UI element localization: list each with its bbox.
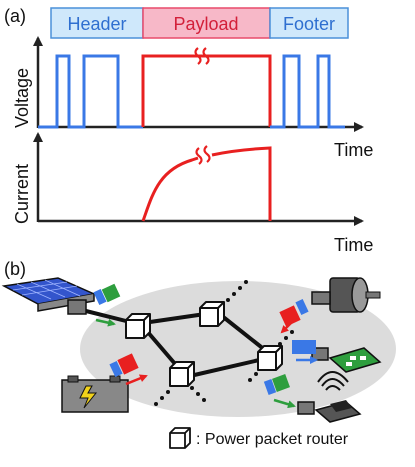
break-mark bbox=[194, 47, 210, 65]
legend: : Power packet router bbox=[169, 427, 349, 449]
header-pulse-train bbox=[38, 54, 143, 129]
current-plot: Current Time bbox=[12, 132, 373, 255]
router-icon bbox=[199, 301, 225, 327]
battery-packet bbox=[109, 353, 148, 386]
wireless-charger-icon bbox=[297, 371, 362, 423]
header-label: Header bbox=[67, 14, 126, 34]
charger-packet bbox=[263, 374, 296, 409]
payload-label: Payload bbox=[173, 14, 238, 34]
payload-current-curve bbox=[141, 146, 272, 222]
motor-packet bbox=[279, 298, 309, 334]
payload-segment bbox=[142, 7, 271, 39]
motor-icon bbox=[311, 277, 381, 313]
time-label-top: Time bbox=[334, 140, 373, 160]
circuit-board-icon bbox=[311, 347, 382, 373]
router-icon bbox=[125, 313, 151, 339]
footer-pulse-train bbox=[270, 54, 345, 129]
voltage-axis-label: Voltage bbox=[12, 68, 32, 128]
battery-icon bbox=[61, 375, 129, 413]
payload-voltage-pulse bbox=[141, 54, 272, 127]
router-icon bbox=[257, 345, 283, 371]
header-segment bbox=[50, 7, 144, 39]
current-axis-label: Current bbox=[12, 164, 32, 224]
current-break-mark bbox=[195, 145, 211, 165]
footer-segment bbox=[269, 7, 349, 39]
board-packet bbox=[292, 340, 318, 364]
router-legend-icon bbox=[169, 427, 191, 449]
routers bbox=[125, 301, 283, 387]
packet-segment-bar: Header Payload Footer bbox=[50, 7, 349, 39]
network-dotted-links bbox=[154, 280, 294, 406]
panel-b-label: (b) bbox=[4, 259, 26, 279]
footer-label: Footer bbox=[283, 14, 335, 34]
router-icon bbox=[169, 361, 195, 387]
panel-a-label: (a) bbox=[4, 6, 26, 26]
solar-packet bbox=[93, 283, 121, 327]
network-cloud bbox=[80, 281, 396, 417]
solar-panel-icon bbox=[1, 277, 97, 315]
time-label-bottom: Time bbox=[334, 235, 373, 255]
voltage-plot: Voltage Time bbox=[12, 36, 373, 160]
legend-text: : Power packet router bbox=[196, 431, 349, 448]
